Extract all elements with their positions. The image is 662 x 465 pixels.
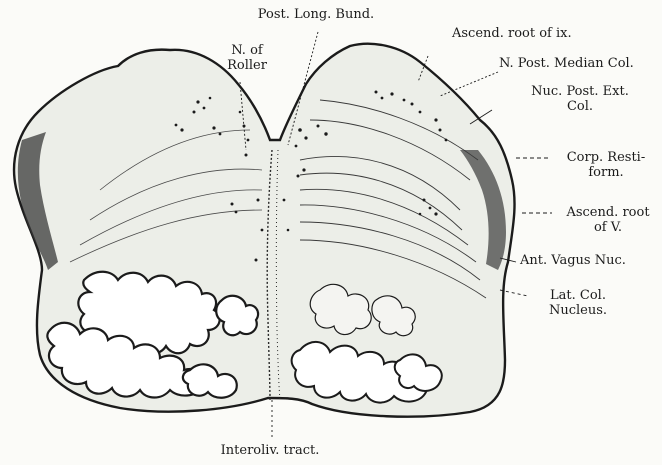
label-n-of-roller: N. of Roller <box>212 43 282 73</box>
label-ascend-root-v: Ascend. root of V. <box>556 205 660 235</box>
label-interoliv-tract: Interoliv. tract. <box>190 443 350 458</box>
label-n-post-median-col: N. Post. Median Col. <box>499 56 634 71</box>
label-ant-vagus-nuc: Ant. Vagus Nuc. <box>520 253 626 268</box>
label-lat-col-nucleus: Lat. Col. Nucleus. <box>528 288 628 318</box>
label-ascend-root-ix: Ascend. root of ix. <box>452 26 572 41</box>
label-nuc-post-ext-col: Nuc. Post. Ext. Col. <box>520 84 640 114</box>
label-corp-restiform: Corp. Resti- form. <box>556 150 656 180</box>
label-post-long-bund: Post. Long. Bund. <box>236 7 396 22</box>
